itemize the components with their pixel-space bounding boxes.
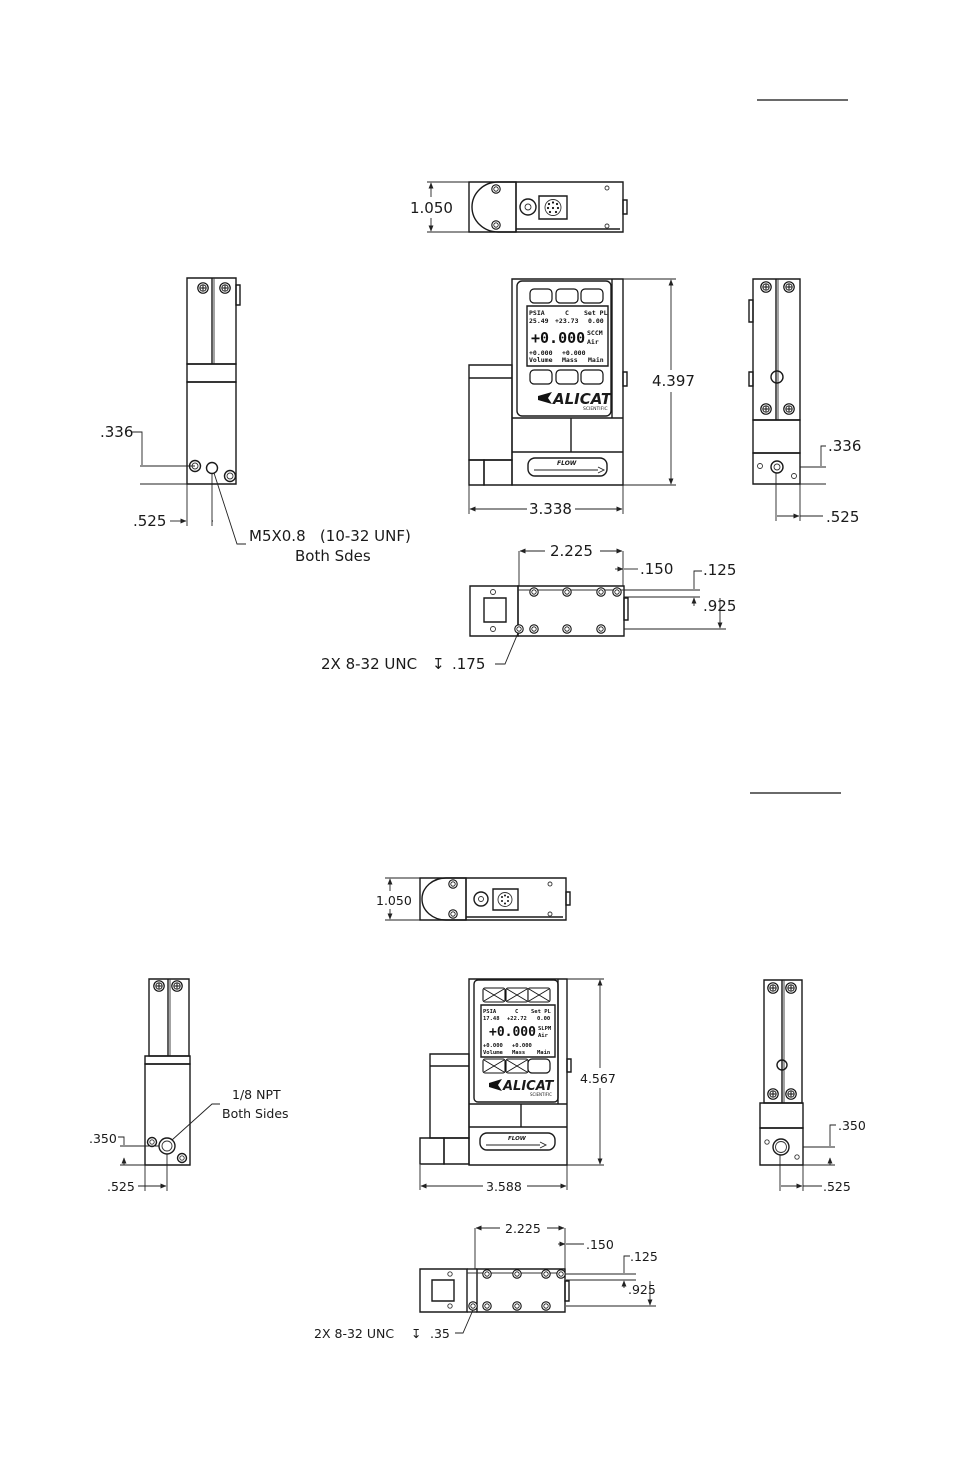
a-right-edge-label: .525 [826, 508, 859, 526]
a-bottom-edge-label: .150 [640, 560, 673, 578]
drawing-b: 1.050 1/8 NPT Both Sides .350 .525 [89, 878, 866, 1341]
a-lcd-r4c1: +0.000 [529, 349, 553, 357]
a-front-height-label: 4.397 [652, 372, 695, 390]
a-right-view: .336 .525 [749, 279, 861, 526]
b-lcd-r4c2: +0.000 [512, 1043, 532, 1049]
b-logo-sub: SCIENTIFIC [530, 1092, 552, 1097]
b-lcd-r5c1: Volume [483, 1050, 504, 1056]
a-bottom-view: 2.225 .150 .125 .925 2X 8-32 UNC ↧ .175 [321, 542, 736, 673]
b-lcd-r2c1: 17.48 [483, 1016, 500, 1022]
b-lcd-r1c1: PSIA [483, 1009, 497, 1015]
b-lcd-r5c2: Mass [512, 1050, 525, 1056]
b-bottom-spacing-label: 2.225 [505, 1221, 541, 1236]
b-lcd-r2c3: 0.00 [537, 1016, 550, 1022]
b-front-view: PSIA C Set PL 17.48 +22.72 0.00 SLPM Air… [420, 979, 616, 1194]
b-lcd-unit-top: SLPM [538, 1026, 552, 1032]
a-bottom-spacing-label: 2.225 [550, 542, 593, 560]
a-lcd-unit-top: SCCM [587, 329, 603, 337]
a-logo: ALICAT [552, 390, 613, 408]
b-lcd-main-value: +0.000 [489, 1025, 536, 1040]
b-lcd-r5c3: Main [537, 1050, 550, 1056]
b-mount-prefix: 2X 8-32 UNC [314, 1326, 394, 1341]
a-lcd-main-value: +0.000 [531, 329, 585, 347]
drawing-a: 1.050 .336 .525 M5X0.8 ( [100, 182, 861, 673]
b-flow-label: FLOW [508, 1136, 527, 1142]
a-front-width-label: 3.338 [529, 500, 572, 518]
a-lcd-r2c3: 0.00 [588, 317, 604, 325]
a-left-offset-label: .336 [100, 423, 133, 441]
a-top-view: 1.050 [410, 182, 627, 232]
b-front-width-label: 3.588 [486, 1179, 522, 1194]
b-lcd-r1c2: C [515, 1009, 518, 1015]
b-mount-depth: .35 [430, 1326, 450, 1341]
a-lcd-r5c1: Volume [529, 356, 553, 364]
b-right-edge-label: .525 [823, 1179, 851, 1194]
a-mount-symbol: ↧ [432, 655, 445, 673]
a-right-offset-label: .336 [828, 437, 861, 455]
b-lcd-r2c2: +22.72 [507, 1016, 527, 1022]
a-left-view: .336 .525 M5X0.8 (10-32 UNF) Both Sdes [100, 278, 411, 565]
b-front-height-label: 4.567 [580, 1071, 616, 1086]
b-lcd-r1c3: Set PL [531, 1009, 552, 1015]
a-flow-label: FLOW [557, 460, 577, 467]
a-lcd-r1c1: PSIA [529, 309, 545, 317]
b-top-height-label: 1.050 [376, 893, 412, 908]
b-bottom-view: 2.225 .150 .125 .925 2X 8-32 UNC ↧ .35 [314, 1221, 658, 1341]
a-lcd-unit-bottom: Air [587, 338, 599, 346]
a-lcd-r5c3: Main [588, 356, 604, 364]
a-bottom-hole-y-label: .125 [703, 561, 736, 579]
a-left-callout-2: Both Sdes [295, 547, 371, 565]
a-bottom-row-label: .925 [703, 597, 736, 615]
b-bottom-row-label: .925 [628, 1282, 656, 1297]
a-mount-prefix: 2X 8-32 UNC [321, 655, 417, 673]
a-top-height-label: 1.050 [410, 199, 453, 217]
b-right-offset-label: .350 [838, 1118, 866, 1133]
b-lcd-r4c1: +0.000 [483, 1043, 503, 1049]
a-lcd-r4c2: +0.000 [562, 349, 586, 357]
b-left-view: 1/8 NPT Both Sides .350 .525 [89, 979, 289, 1194]
b-left-callout-2: Both Sides [222, 1106, 289, 1121]
b-bottom-edge-label: .150 [586, 1237, 614, 1252]
a-lcd-r2c1: 25.49 [529, 317, 549, 325]
a-lcd-r1c3: Set PL [584, 309, 608, 317]
b-left-offset-label: .350 [89, 1131, 117, 1146]
a-lcd-r2c2: +23.73 [555, 317, 579, 325]
a-lcd-r1c2: C [565, 309, 569, 317]
a-logo-sub: SCIENTIFIC [583, 406, 608, 412]
b-mount-symbol: ↧ [411, 1326, 421, 1341]
b-bottom-hole-y-label: .125 [630, 1249, 658, 1264]
a-front-view: PSIA C Set PL 25.49 +23.73 0.00 SCCM Air… [469, 279, 695, 518]
a-left-callout-1: M5X0.8 (10-32 UNF) [249, 527, 411, 545]
b-left-edge-label: .525 [107, 1179, 135, 1194]
a-lcd-r5c2: Mass [562, 356, 578, 364]
a-left-edge-label: .525 [133, 512, 166, 530]
b-lcd-unit-bottom: Air [538, 1033, 549, 1039]
b-logo: ALICAT [502, 1079, 555, 1094]
a-mount-depth: .175 [452, 655, 485, 673]
b-right-view: .350 .525 [760, 980, 866, 1194]
b-left-callout-1: 1/8 NPT [232, 1087, 281, 1102]
b-top-view: 1.050 [376, 878, 570, 920]
